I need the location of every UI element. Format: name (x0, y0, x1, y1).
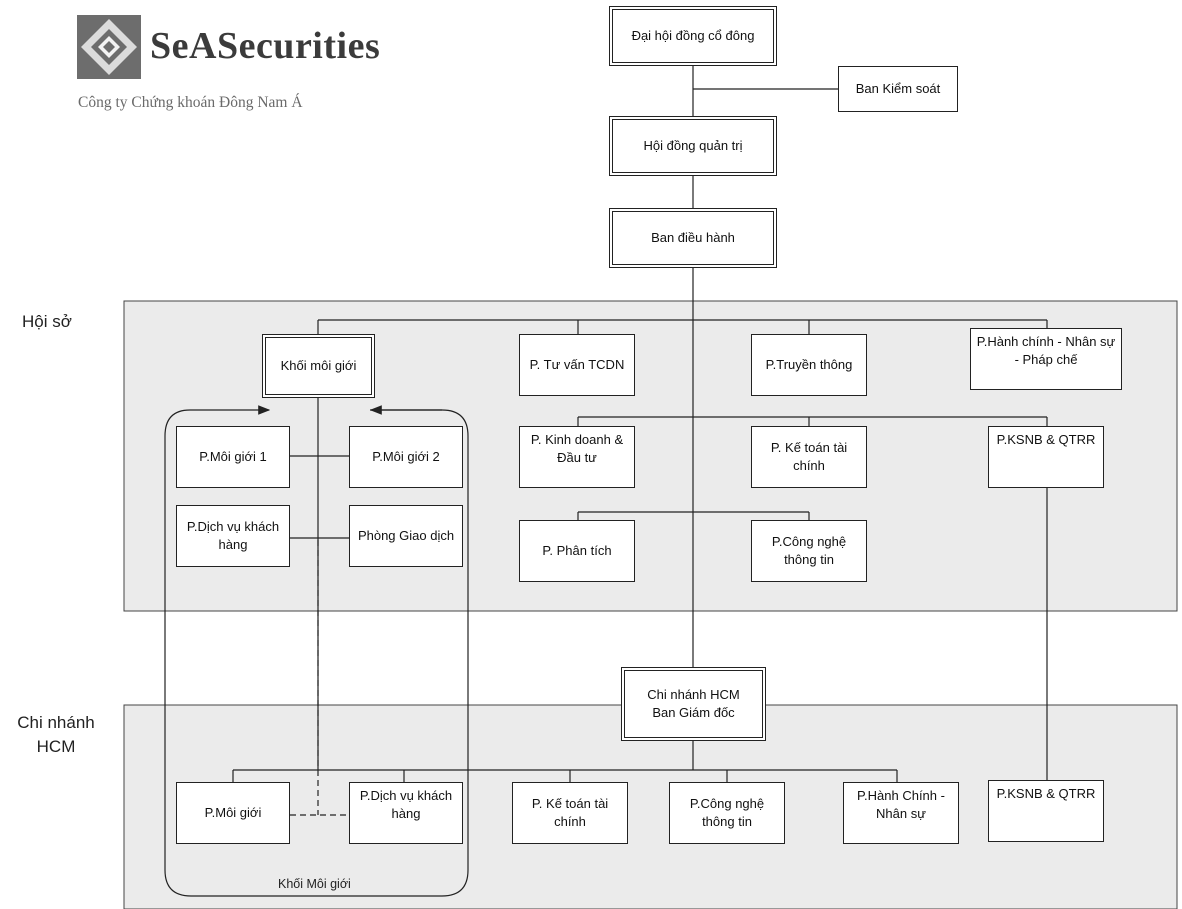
customer-service-label: P.Dịch vụ khách hàng (186, 519, 280, 552)
region-label-hcm-branch: Chi nhánh HCM (6, 711, 106, 759)
region-label-hcm-line1: Chi nhánh (17, 713, 95, 732)
hcm-branch-management-line1: Chi nhánh HCM (647, 687, 740, 702)
corporate-advisory-box: P. Tư vấn TCDN (519, 334, 635, 396)
hcm-it-label: P.Công nghệ thông tin (689, 796, 765, 829)
hcm-customer-service-box: P.Dịch vụ khách hàng (349, 782, 463, 844)
it-label: P.Công nghệ thông tin (771, 534, 847, 567)
executive-board-box: Ban điều hành (609, 208, 777, 268)
analysis-label: P. Phân tích (542, 543, 612, 558)
brokerage-block-box: Khối môi giới (262, 334, 375, 398)
brokerage-2-label: P.Môi giới 2 (372, 449, 440, 464)
trading-investment-label: P. Kinh doanh & Đầu tư (530, 432, 624, 465)
hcm-branch-management-line2: Ban Giám đốc (652, 705, 735, 720)
transaction-office-box: Phòng Giao dịch (349, 505, 463, 567)
hcm-internal-control-box: P.KSNB & QTRR (988, 780, 1104, 842)
analysis-box: P. Phân tích (519, 520, 635, 582)
internal-control-label: P.KSNB & QTRR (996, 432, 1096, 447)
executive-board-label: Ban điều hành (651, 230, 735, 245)
internal-control-box: P.KSNB & QTRR (988, 426, 1104, 488)
hcm-it-box: P.Công nghệ thông tin (669, 782, 785, 844)
it-box: P.Công nghệ thông tin (751, 520, 867, 582)
seasecurities-logo-icon (77, 15, 141, 79)
hcm-accounting-finance-box: P. Kế toán tài chính (512, 782, 628, 844)
hcm-brokerage-group-label: Khối Môi giới (278, 877, 351, 891)
region-label-hcm-line2: HCM (36, 737, 76, 756)
board-of-directors-box: Hội đồng quản trị (609, 116, 777, 176)
transaction-office-label: Phòng Giao dịch (357, 528, 455, 543)
region-label-head-office: Hội sở (22, 312, 72, 331)
company-logo-subtitle: Công ty Chứng khoán Đông Nam Á (78, 94, 303, 111)
hcm-brokerage-box: P.Môi giới (176, 782, 290, 844)
admin-hr-legal-box: P.Hành chính - Nhân sự - Pháp chế (970, 328, 1122, 390)
board-of-directors-label: Hội đồng quản trị (643, 138, 743, 153)
hcm-admin-hr-box: P.Hành Chính - Nhân sự (843, 782, 959, 844)
brokerage-1-box: P.Môi giới 1 (176, 426, 290, 488)
supervisory-board-box: Ban Kiểm soát (838, 66, 958, 112)
communications-box: P.Truyền thông (751, 334, 867, 396)
company-logo-name: SeASecurities (150, 25, 381, 67)
hcm-admin-hr-label: P.Hành Chính - Nhân sự (857, 788, 945, 821)
supervisory-board-label: Ban Kiểm soát (855, 81, 941, 96)
customer-service-box: P.Dịch vụ khách hàng (176, 505, 290, 567)
brokerage-block-label: Khối môi giới (280, 358, 357, 373)
corporate-advisory-label: P. Tư vấn TCDN (529, 357, 625, 372)
shareholders-meeting-box: Đại hội đồng cổ đông (609, 6, 777, 66)
hcm-customer-service-label: P.Dịch vụ khách hàng (359, 788, 453, 821)
brokerage-2-box: P.Môi giới 2 (349, 426, 463, 488)
hcm-accounting-finance-label: P. Kế toán tài chính (531, 796, 609, 829)
admin-hr-legal-label: P.Hành chính - Nhân sự - Pháp chế (976, 334, 1116, 367)
trading-investment-box: P. Kinh doanh & Đầu tư (519, 426, 635, 488)
hcm-internal-control-label: P.KSNB & QTRR (996, 786, 1096, 801)
communications-label: P.Truyền thông (765, 357, 853, 372)
accounting-finance-label: P. Kế toán tài chính (770, 440, 848, 473)
shareholders-meeting-label: Đại hội đồng cổ đông (631, 28, 755, 43)
brokerage-1-label: P.Môi giới 1 (199, 449, 267, 464)
accounting-finance-box: P. Kế toán tài chính (751, 426, 867, 488)
hcm-branch-management-box: Chi nhánh HCM Ban Giám đốc (621, 667, 766, 741)
hcm-brokerage-label: P.Môi giới (204, 805, 262, 820)
